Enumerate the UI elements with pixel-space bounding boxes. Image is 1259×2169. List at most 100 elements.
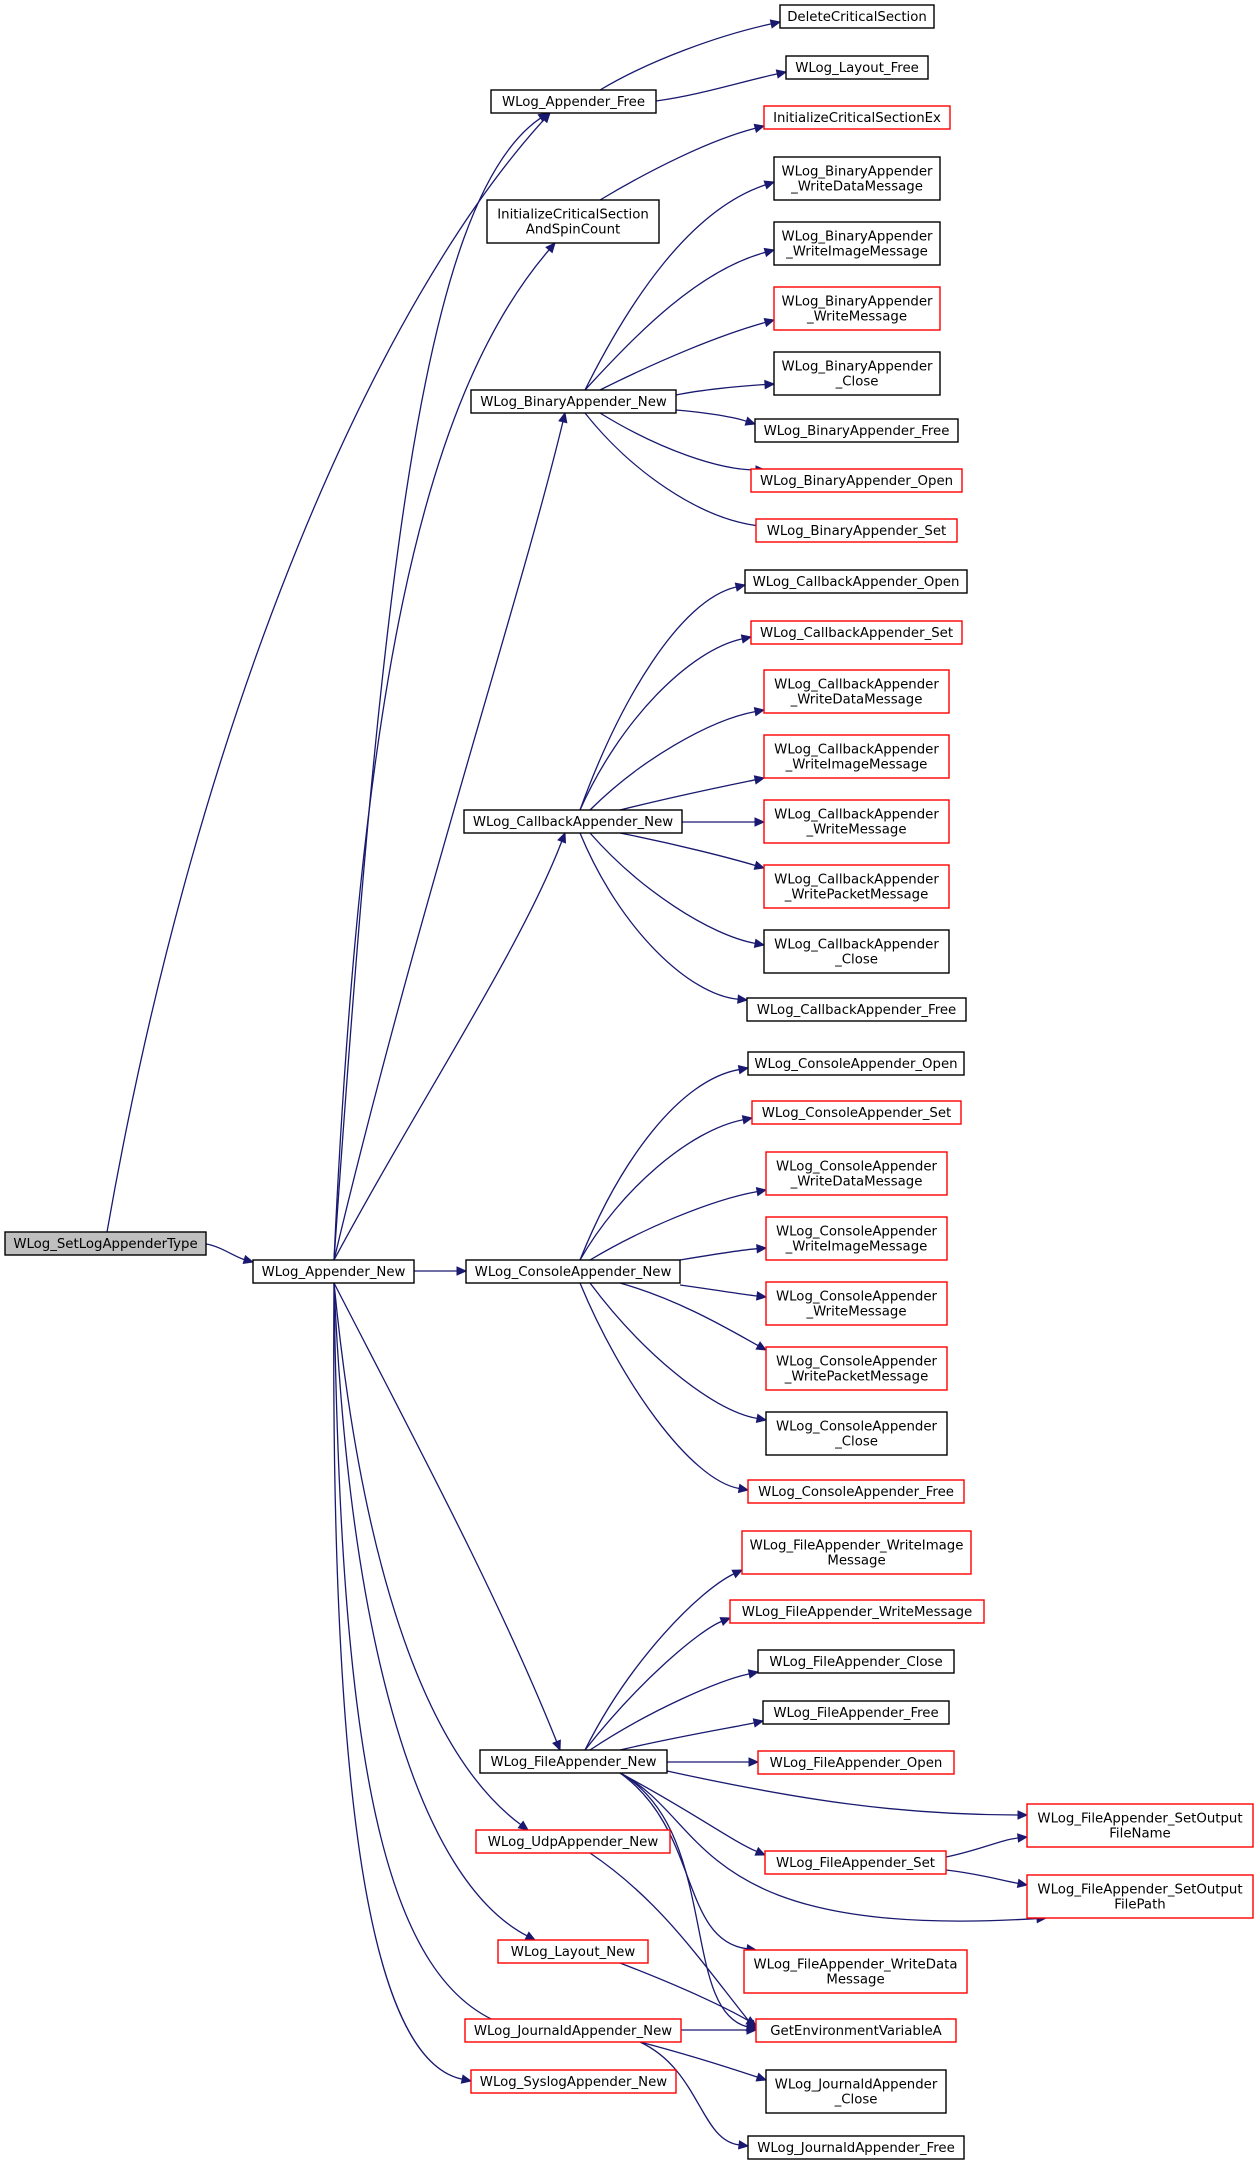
arrowhead	[753, 938, 766, 948]
node-binary-free[interactable]: WLog_BinaryAppender_Free	[754, 418, 959, 443]
edge-console_appender_new-to-console_write_packet_message	[619, 1282, 768, 1351]
node-console-set[interactable]: WLog_ConsoleAppender_Set	[751, 1100, 962, 1125]
edge-callback_appender_new-to-callback_close	[589, 832, 766, 948]
node-callback-write-packet-message[interactable]: WLog_CallbackAppender_WritePacketMessage	[763, 864, 950, 909]
node-file-write-data-message[interactable]: WLog_FileAppender_WriteDataMessage	[743, 1949, 968, 1994]
node-box	[747, 1051, 965, 1076]
node-binary-appender-new[interactable]: WLog_BinaryAppender_New	[470, 389, 677, 414]
edge-file_set-to-file_set_output_file_path	[945, 1869, 1029, 1888]
node-file-open[interactable]: WLog_FileAppender_Open	[757, 1750, 955, 1775]
node-layout-new[interactable]: WLog_Layout_New	[497, 1939, 649, 1964]
edge-line	[579, 1068, 740, 1261]
edge-line	[675, 383, 766, 396]
node-appender-new[interactable]: WLog_Appender_New	[252, 1259, 415, 1284]
node-appender-free[interactable]: WLog_Appender_Free	[490, 89, 657, 114]
node-box	[744, 569, 968, 594]
edge-binary_appender_new-to-binary_close	[675, 379, 776, 396]
edge-layout_new-to-get_environment_variable_a	[619, 1962, 758, 2026]
node-label: _WriteDataMessage	[790, 693, 923, 708]
edge-file_appender_new-to-file_set_output_file_name	[666, 1770, 1029, 1820]
arrowhead	[763, 180, 776, 190]
node-label: WLog_BinaryAppender_Set	[767, 524, 946, 539]
node-console-appender-new[interactable]: WLog_ConsoleAppender_New	[465, 1259, 681, 1284]
node-label: WLog_CallbackAppender	[774, 808, 939, 823]
node-box	[765, 2069, 947, 2114]
edge-appender_free-to-delete_critical_section	[599, 19, 782, 91]
node-label: _WriteMessage	[805, 1305, 906, 1320]
edge-callback_appender_new-to-callback_write_packet_message	[619, 832, 766, 870]
node-binary-set[interactable]: WLog_BinaryAppender_Set	[755, 518, 958, 543]
node-file-write-message[interactable]: WLog_FileAppender_WriteMessage	[729, 1599, 985, 1624]
node-binary-write-image-message[interactable]: WLog_BinaryAppender_WriteImageMessage	[773, 221, 941, 266]
node-delete-critical-section[interactable]: DeleteCriticalSection	[779, 4, 935, 29]
edge-line	[333, 1282, 558, 1742]
node-callback-set[interactable]: WLog_CallbackAppender_Set	[750, 620, 963, 645]
node-label: WLog_FileAppender_WriteImage	[750, 1539, 964, 1554]
node-file-close[interactable]: WLog_FileAppender_Close	[757, 1649, 955, 1674]
edge-line	[619, 1772, 757, 1853]
node-file-set[interactable]: WLog_FileAppender_Set	[764, 1850, 947, 1875]
node-box	[741, 1530, 972, 1575]
edge-line	[579, 638, 743, 811]
node-callback-write-image-message[interactable]: WLog_CallbackAppender_WriteImageMessage	[763, 734, 950, 779]
node-layout-free[interactable]: WLog_Layout_Free	[785, 55, 929, 80]
edge-line	[599, 412, 757, 471]
node-label: WLog_JournaldAppender_Free	[757, 2141, 955, 2156]
node-label: WLog_Layout_Free	[795, 61, 919, 76]
node-console-write-data-message[interactable]: WLog_ConsoleAppender_WriteDataMessage	[765, 1151, 948, 1196]
edge-file_appender_new-to-file_write_data_message	[619, 1772, 758, 1954]
node-binary-write-message[interactable]: WLog_BinaryAppender_WriteMessage	[773, 286, 941, 331]
node-box	[764, 1850, 947, 1875]
node-box	[765, 1216, 948, 1261]
node-udp-appender-new[interactable]: WLog_UdpAppender_New	[475, 1829, 671, 1854]
edge-binary_appender_new-to-binary_write_data_message	[584, 180, 776, 391]
node-console-open[interactable]: WLog_ConsoleAppender_Open	[747, 1051, 965, 1076]
node-callback-write-data-message[interactable]: WLog_CallbackAppender_WriteDataMessage	[763, 669, 950, 714]
node-journald-close[interactable]: WLog_JournaldAppender_Close	[765, 2069, 947, 2114]
node-label: GetEnvironmentVariableA	[770, 2024, 942, 2039]
node-get-environment-variable-a[interactable]: GetEnvironmentVariableA	[755, 2018, 957, 2043]
node-label: _WriteDataMessage	[790, 1175, 923, 1190]
node-label: WLog_CallbackAppender	[774, 743, 939, 758]
node-label: WLog_FileAppender_SetOutput	[1037, 1812, 1242, 1827]
node-callback-close[interactable]: WLog_CallbackAppender_Close	[763, 929, 950, 974]
arrowhead	[737, 1483, 750, 1494]
node-initialize-critical-section-ex[interactable]: InitializeCriticalSectionEx	[763, 105, 951, 130]
node-file-write-image-message[interactable]: WLog_FileAppender_WriteImageMessage	[741, 1530, 972, 1575]
arrowhead	[537, 112, 550, 123]
node-label: WLog_FileAppender_Set	[776, 1856, 935, 1871]
node-console-close[interactable]: WLog_ConsoleAppender_Close	[765, 1411, 948, 1456]
edge-line	[584, 184, 766, 391]
node-binary-open[interactable]: WLog_BinaryAppender_Open	[750, 468, 963, 493]
node-callback-write-message[interactable]: WLog_CallbackAppender_WriteMessage	[763, 799, 950, 844]
node-journald-free[interactable]: WLog_JournaldAppender_Free	[747, 2135, 965, 2160]
node-file-free[interactable]: WLog_FileAppender_Free	[762, 1700, 950, 1725]
node-binary-write-data-message[interactable]: WLog_BinaryAppender_WriteDataMessage	[773, 156, 941, 201]
node-set-log-appender-type[interactable]: WLog_SetLogAppenderType	[4, 1231, 207, 1256]
node-callback-open[interactable]: WLog_CallbackAppender_Open	[744, 569, 968, 594]
edge-callback_appender_new-to-callback_open	[579, 582, 747, 811]
node-console-write-image-message[interactable]: WLog_ConsoleAppender_WriteImageMessage	[765, 1216, 948, 1261]
arrowhead	[744, 416, 757, 426]
node-label: WLog_BinaryAppender	[782, 295, 933, 310]
edge-line	[619, 779, 756, 811]
node-binary-close[interactable]: WLog_BinaryAppender_Close	[773, 351, 941, 396]
node-console-write-message[interactable]: WLog_ConsoleAppender_WriteMessage	[765, 1281, 948, 1326]
node-callback-free[interactable]: WLog_CallbackAppender_Free	[746, 997, 967, 1022]
node-syslog-appender-new[interactable]: WLog_SyslogAppender_New	[470, 2069, 677, 2094]
edge-callback_appender_new-to-callback_free	[579, 832, 749, 1004]
edge-line	[945, 1869, 1019, 1884]
node-label: WLog_CallbackAppender	[774, 873, 939, 888]
node-journald-appender-new[interactable]: WLog_JournaldAppender_New	[464, 2018, 682, 2043]
node-box	[762, 1700, 950, 1725]
node-file-appender-new[interactable]: WLog_FileAppender_New	[479, 1749, 668, 1774]
edge-appender_new-to-callback_appender_new	[333, 831, 567, 1261]
node-callback-appender-new[interactable]: WLog_CallbackAppender_New	[463, 809, 683, 834]
node-console-write-packet-message[interactable]: WLog_ConsoleAppender_WritePacketMessage	[765, 1346, 948, 1391]
node-console-free[interactable]: WLog_ConsoleAppender_Free	[747, 1479, 965, 1504]
arrowhead	[755, 1413, 768, 1424]
node-label: WLog_CallbackAppender_New	[473, 815, 673, 830]
